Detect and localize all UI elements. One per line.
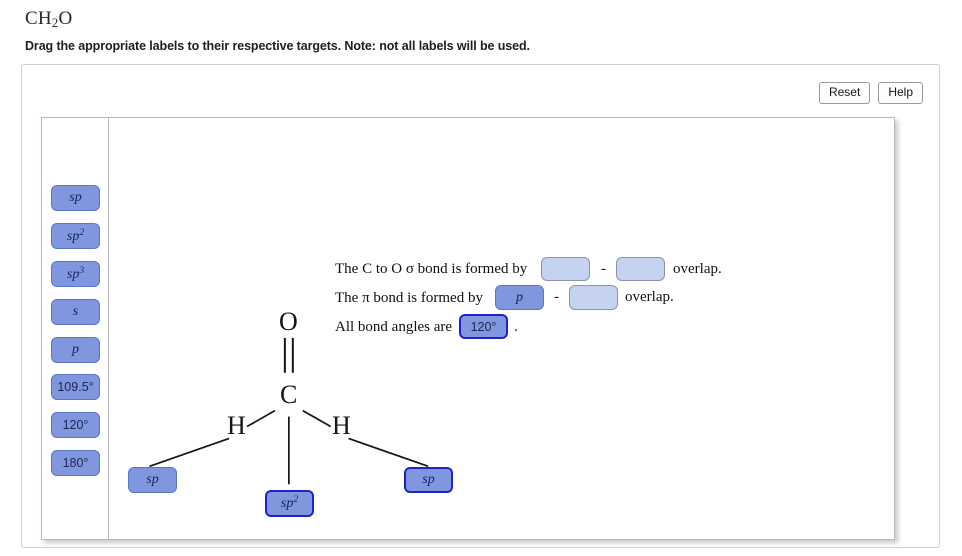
atom-carbon: C: [280, 380, 298, 409]
target-bond-angle-text: 120°: [470, 319, 497, 334]
page-title-main: CH: [25, 8, 52, 29]
label-chip-180-text: 180°: [62, 456, 89, 470]
bank-divider: [108, 118, 109, 539]
target-sigma-first[interactable]: [541, 257, 590, 281]
toolbar: Reset Help: [818, 82, 923, 105]
label-chip-sp[interactable]: sp: [51, 185, 100, 211]
target-pi-second[interactable]: [569, 285, 618, 310]
atom-hydrogen-right: H: [332, 411, 351, 440]
label-chip-s[interactable]: s: [51, 299, 100, 325]
drag-drop-canvas: sp sp2 sp3 s p 109.5° 120° 180°: [41, 117, 895, 540]
leader-hydrogen-left: [149, 437, 230, 468]
bond-carbon-hydrogen-left: [246, 409, 276, 428]
label-chip-sp2[interactable]: sp2: [51, 223, 100, 249]
target-bond-angle[interactable]: 120°: [459, 314, 508, 339]
label-chip-sp-text: sp: [69, 190, 82, 205]
label-chip-sp3[interactable]: sp3: [51, 261, 100, 287]
label-chip-120[interactable]: 120°: [51, 412, 100, 438]
exercise-panel: Reset Help sp sp2 sp3 s p 109.5°: [21, 64, 940, 548]
instructions-text: Drag the appropriate labels to their res…: [25, 39, 530, 53]
sentence-pi-bond: The π bond is formed by: [335, 290, 483, 307]
label-chip-sp2-text: sp2: [66, 227, 85, 244]
atom-oxygen: O: [279, 307, 298, 336]
sentence-sigma-bond: The C to O σ bond is formed by: [335, 261, 527, 278]
atom-hydrogen-left: H: [227, 411, 246, 440]
placed-chip-carbon-text: sp2: [280, 495, 299, 511]
sentence-pi-text-1: The π bond is formed by: [335, 290, 483, 306]
target-pi-first[interactable]: p: [495, 285, 544, 310]
placed-chip-h-left[interactable]: sp: [128, 467, 177, 493]
target-pi-first-text: p: [516, 289, 523, 305]
help-button[interactable]: Help: [878, 82, 923, 105]
sigma-dash: -: [601, 261, 606, 277]
placed-chip-h-right[interactable]: sp: [404, 467, 453, 493]
target-sigma-second[interactable]: [616, 257, 665, 281]
label-chip-180[interactable]: 180°: [51, 450, 100, 476]
reset-button[interactable]: Reset: [818, 82, 871, 105]
sentence-bond-angles: All bond angles are: [335, 319, 452, 336]
label-chip-109-5[interactable]: 109.5°: [51, 374, 100, 400]
bond-carbon-hydrogen-right: [302, 409, 332, 428]
label-chip-s-text: s: [72, 304, 79, 319]
page-title-tail: O: [58, 8, 73, 29]
sentence-angle-text-2: .: [514, 319, 518, 335]
page-title-subscript: 2: [51, 15, 59, 30]
sentence-pi-text-2: overlap.: [625, 289, 674, 305]
leader-hydrogen-right: [348, 437, 429, 468]
placed-chip-h-right-text: sp: [422, 472, 435, 487]
label-chip-109-5-text: 109.5°: [57, 380, 94, 394]
sentence-sigma-text-1: The C to O σ bond is formed by: [335, 261, 528, 277]
label-chip-p-text: p: [72, 342, 79, 357]
placed-chip-h-left-text: sp: [146, 472, 159, 487]
label-chip-120-text: 120°: [62, 418, 89, 432]
sentence-sigma-text-2: overlap.: [673, 261, 722, 277]
label-chip-p[interactable]: p: [51, 337, 100, 363]
label-chip-sp3-text: sp3: [66, 265, 85, 282]
sentence-angle-text-1: All bond angles are: [335, 319, 453, 335]
placed-chip-carbon[interactable]: sp2: [265, 490, 314, 517]
page-title: CH2O: [25, 8, 72, 31]
pi-dash: -: [554, 289, 559, 305]
